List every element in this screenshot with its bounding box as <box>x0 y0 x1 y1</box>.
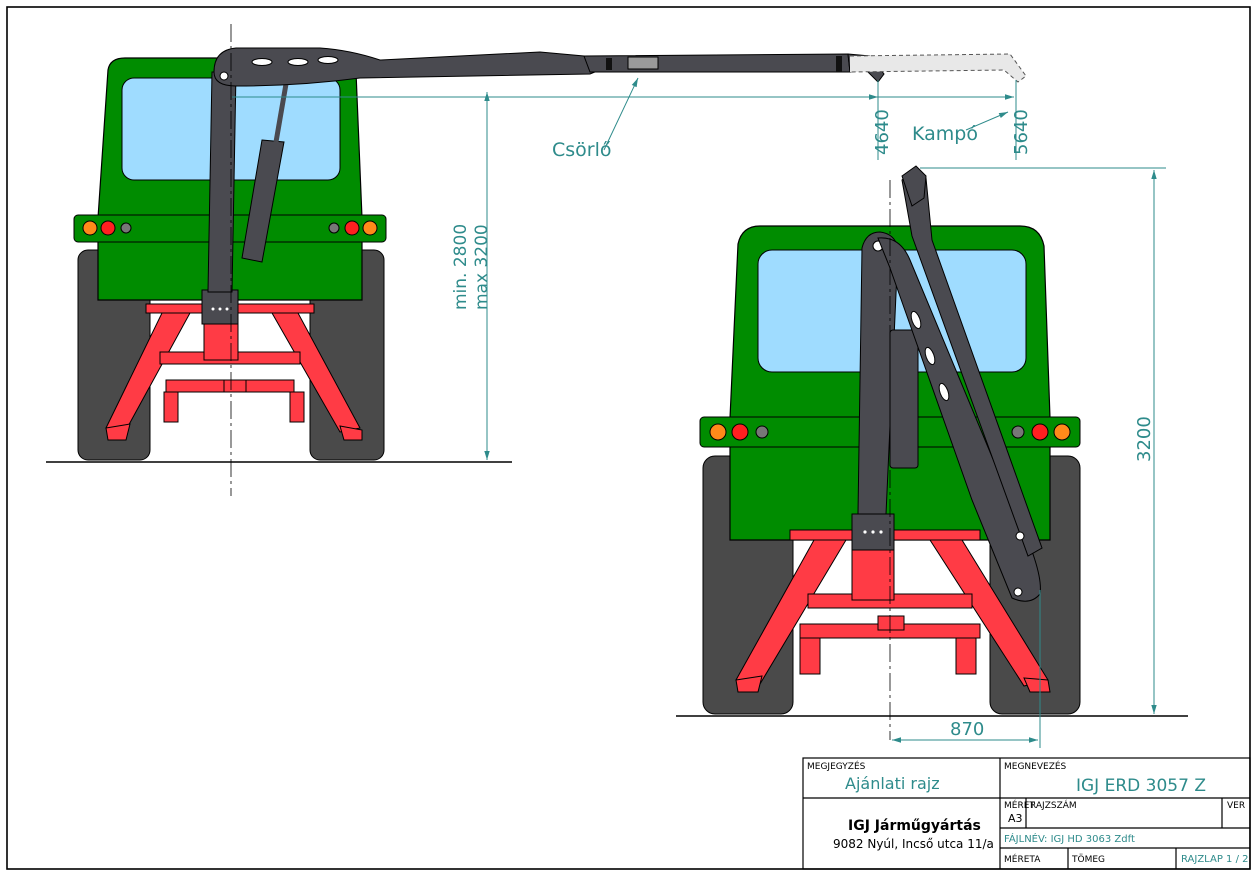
version-header: VER <box>1227 801 1245 811</box>
height-min-label: min. 2800 <box>451 224 471 310</box>
lamp-red-l <box>731 423 749 441</box>
winch-leader <box>603 77 639 151</box>
boom-tip <box>901 165 927 207</box>
scale-header: MÉRETA <box>1004 853 1041 865</box>
base-bolt <box>225 307 229 311</box>
lamp-orange-r <box>362 220 378 236</box>
note-header: MEGJEGYZÉS <box>807 760 866 772</box>
boom-hole <box>924 346 936 366</box>
base-bolt <box>211 307 215 311</box>
size-value: A3 <box>1008 812 1023 825</box>
height-3200-label: 3200 <box>1134 416 1155 462</box>
hook-label: Kampó <box>912 123 978 145</box>
hook-leader <box>965 111 1009 131</box>
lamp-grey-r <box>1011 425 1025 439</box>
boom-marker <box>836 56 842 72</box>
lamp-grey-l <box>120 222 132 234</box>
frame-hitch <box>223 379 247 393</box>
cylinder-rod <box>273 83 289 143</box>
mass-header: TÖMEG <box>1071 854 1105 865</box>
boom-pin <box>1013 587 1023 597</box>
lamp-orange-l <box>82 220 98 236</box>
boom-hole <box>251 58 273 66</box>
boom-hole <box>317 56 339 64</box>
base-bolt <box>879 530 883 534</box>
winch-block <box>627 56 659 70</box>
lamp-grey-l <box>755 425 769 439</box>
base-bolt <box>218 307 222 311</box>
name-value: IGJ ERD 3057 Z <box>1076 776 1206 796</box>
lamp-orange-r <box>1053 423 1071 441</box>
winch-label: Csörlő <box>552 139 612 161</box>
boom-pin <box>1015 531 1025 541</box>
boom-hole <box>287 58 309 66</box>
reach-4640-label: 4640 <box>872 109 893 155</box>
boom-hole <box>910 310 922 330</box>
lamp-red-r <box>1031 423 1049 441</box>
note-value: Ajánlati rajz <box>845 774 940 793</box>
crane-base <box>201 289 239 325</box>
title-block <box>802 757 1251 870</box>
crane-column <box>207 71 237 293</box>
boom-hole <box>938 382 950 402</box>
lamp-red-r <box>344 220 360 236</box>
company-name: IGJ Járműgyártás <box>848 818 981 834</box>
lamp-grey-r <box>328 222 340 234</box>
reach-5640-label: 5640 <box>1011 109 1032 155</box>
max-extension-outline <box>849 53 1027 83</box>
lamp-orange-l <box>709 423 727 441</box>
outrigger-frame-left <box>105 303 363 441</box>
width-870-label: 870 <box>950 719 984 740</box>
right-view: 3200 870 <box>676 165 1188 748</box>
height-max-label: max 3200 <box>472 224 492 310</box>
name-header: MEGNEVEZÉS <box>1004 760 1067 772</box>
frame-hitch <box>877 615 905 631</box>
size-header: MÉRET <box>1004 799 1035 811</box>
lift-cylinder <box>889 329 919 469</box>
filename: FÁJLNÉV: IGJ HD 3063 Zdft <box>1004 832 1135 845</box>
lamp-red-l <box>100 220 116 236</box>
base-bolt <box>863 530 867 534</box>
sheet-number: RAJZLAP 1 / 2 <box>1181 854 1249 865</box>
pivot-pin <box>219 71 229 81</box>
base-bolt <box>871 530 875 534</box>
left-view: 4640 5640 min. 2800 max 3200 Csörlő Kamp… <box>46 24 1032 496</box>
main-boom <box>213 47 601 87</box>
extension-boom <box>583 53 851 73</box>
sheet-border <box>6 6 1251 870</box>
drawing-no-header: RAJZSZÁM <box>1030 799 1077 811</box>
company-address: 9082 Nyúl, Incső utca 11/a <box>833 837 994 851</box>
boom-marker <box>606 58 612 70</box>
